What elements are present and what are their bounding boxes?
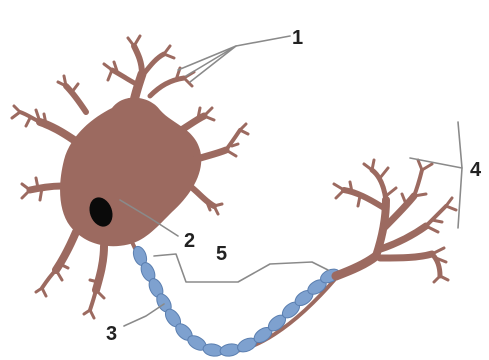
label-1: 1: [292, 27, 303, 49]
label-2: 2: [184, 230, 195, 252]
leader-line-1: [186, 36, 290, 76]
leader-line-3: [124, 304, 164, 326]
label-3: 3: [106, 323, 117, 345]
leader-line-4: [458, 122, 462, 228]
label-4: 4: [470, 159, 482, 181]
leader-line-5: [154, 254, 328, 282]
neuron-cell-body: [60, 98, 201, 247]
label-5: 5: [216, 243, 227, 265]
axon-terminals: [334, 160, 456, 282]
